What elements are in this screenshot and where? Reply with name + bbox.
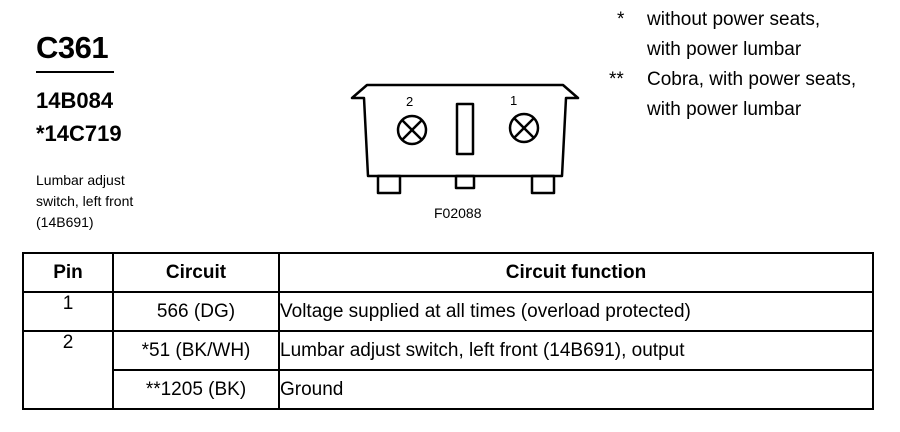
connector-description-line: Lumbar adjust (36, 172, 125, 188)
cell-pin: 2 (22, 330, 114, 410)
pin-2-cavity (396, 114, 428, 146)
connector-center-key (455, 102, 475, 156)
footnote-text: without power seats, (647, 9, 821, 30)
header-pin: Pin (22, 252, 114, 293)
cell-circuit: **1205 (BK) (112, 369, 280, 410)
footnote-text: with power lumbar (647, 39, 802, 60)
connector-tab-left (376, 174, 402, 195)
connector-body-outline (350, 83, 580, 178)
table-header-row: Pin Circuit Circuit function (22, 252, 874, 293)
connector-tab-right (530, 174, 556, 195)
connector-id: C361 (36, 30, 109, 65)
pin-2-label: 2 (406, 94, 413, 109)
header-circuit-function: Circuit function (278, 252, 874, 293)
cell-pin: 1 (22, 291, 114, 332)
cell-circuit: 566 (DG) (112, 291, 280, 332)
connector-description-line: (14B691) (36, 214, 94, 230)
footnote-mark: ** (609, 69, 624, 90)
cell-function: Lumbar adjust switch, left front (14B691… (278, 330, 874, 371)
part-number: 14B084 (36, 88, 114, 113)
connector-description-line: switch, left front (36, 193, 134, 209)
header-circuit: Circuit (112, 252, 280, 293)
table-row: 2 *51 (BK/WH) Lumbar adjust switch, left… (22, 330, 874, 410)
cell-function: Ground (278, 369, 874, 410)
footnote-mark: * (617, 9, 625, 30)
connector-id-underline (36, 71, 114, 73)
footnote-text: with power lumbar (647, 99, 802, 120)
connector-tab-center (454, 174, 476, 190)
pin-table: Pin Circuit Circuit function 1 566 (DG) … (22, 252, 874, 410)
connector-face-diagram: 2 1 (350, 83, 580, 195)
table-row: 1 566 (DG) Voltage supplied at all times… (22, 291, 874, 332)
table-row: **1205 (BK) Ground (23, 369, 874, 410)
cell-circuit: *51 (BK/WH) (112, 330, 280, 371)
footnote-text: Cobra, with power seats, (647, 69, 857, 90)
pin-1-label: 1 (510, 93, 517, 108)
pin-1-cavity (508, 112, 540, 144)
cell-function: Voltage supplied at all times (overload … (278, 291, 874, 332)
part-number-alt: *14C719 (36, 121, 122, 146)
figure-id: F02088 (434, 205, 482, 221)
